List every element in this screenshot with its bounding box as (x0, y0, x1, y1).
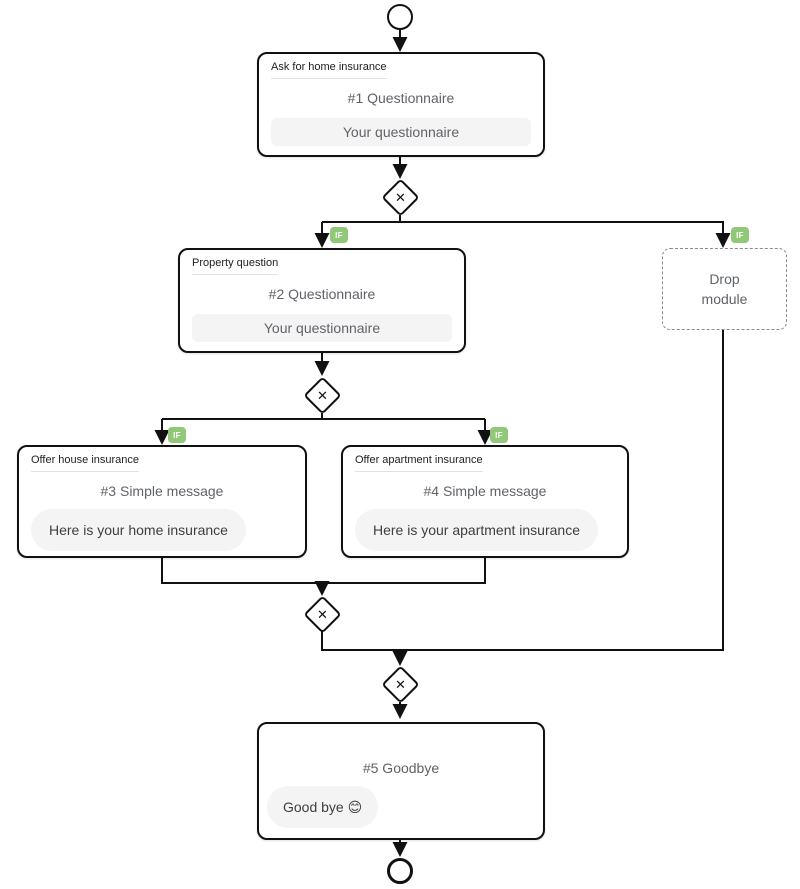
gateway-exclusive-4[interactable]: ✕ (380, 664, 420, 704)
node-heading: #4 Simple message (423, 483, 547, 499)
end-event-circle[interactable] (387, 858, 413, 884)
node-heading: #2 Questionnaire (268, 286, 376, 302)
if-badge-drop-module[interactable]: IF (731, 227, 749, 243)
node-goodbye-5[interactable]: #5 Goodbye Good bye 😊 (257, 722, 545, 840)
drop-module-label: Drop module (701, 271, 748, 307)
node-questionnaire-1[interactable]: Ask for home insurance #1 Questionnaire … (257, 52, 545, 157)
chat-bubble[interactable]: Here is your home insurance (31, 509, 246, 551)
start-event-circle[interactable] (387, 4, 413, 30)
questionnaire-field[interactable]: Your questionnaire (271, 118, 531, 146)
gateway-exclusive-3[interactable]: ✕ (302, 594, 342, 634)
gateway-exclusive-2[interactable]: ✕ (302, 375, 342, 415)
node-heading: #1 Questionnaire (347, 90, 455, 106)
chat-bubble[interactable]: Here is your apartment insurance (355, 509, 598, 551)
chat-bubble[interactable]: Good bye 😊 (267, 786, 379, 828)
node-heading: #5 Goodbye (362, 760, 440, 776)
x-icon: ✕ (394, 676, 406, 692)
node-title: Property question (192, 256, 279, 275)
node-drop-module[interactable]: Drop module (662, 248, 787, 330)
node-title: Offer house insurance (31, 453, 140, 472)
node-title: Ask for home insurance (271, 60, 387, 79)
if-badge-house-insurance[interactable]: IF (168, 427, 186, 443)
gateway-exclusive-1[interactable]: ✕ (380, 177, 420, 217)
node-title: Offer apartment insurance (355, 453, 483, 472)
x-icon: ✕ (316, 606, 328, 622)
if-badge-property-question[interactable]: IF (330, 227, 348, 243)
questionnaire-field[interactable]: Your questionnaire (192, 314, 452, 342)
node-questionnaire-2[interactable]: Property question #2 Questionnaire Your … (178, 248, 466, 353)
if-badge-apartment-insurance[interactable]: IF (490, 427, 508, 443)
node-heading: #3 Simple message (100, 483, 224, 499)
x-icon: ✕ (394, 189, 406, 205)
node-simple-message-4[interactable]: Offer apartment insurance #4 Simple mess… (341, 445, 629, 558)
x-icon: ✕ (316, 387, 328, 403)
node-simple-message-3[interactable]: Offer house insurance #3 Simple message … (17, 445, 307, 558)
